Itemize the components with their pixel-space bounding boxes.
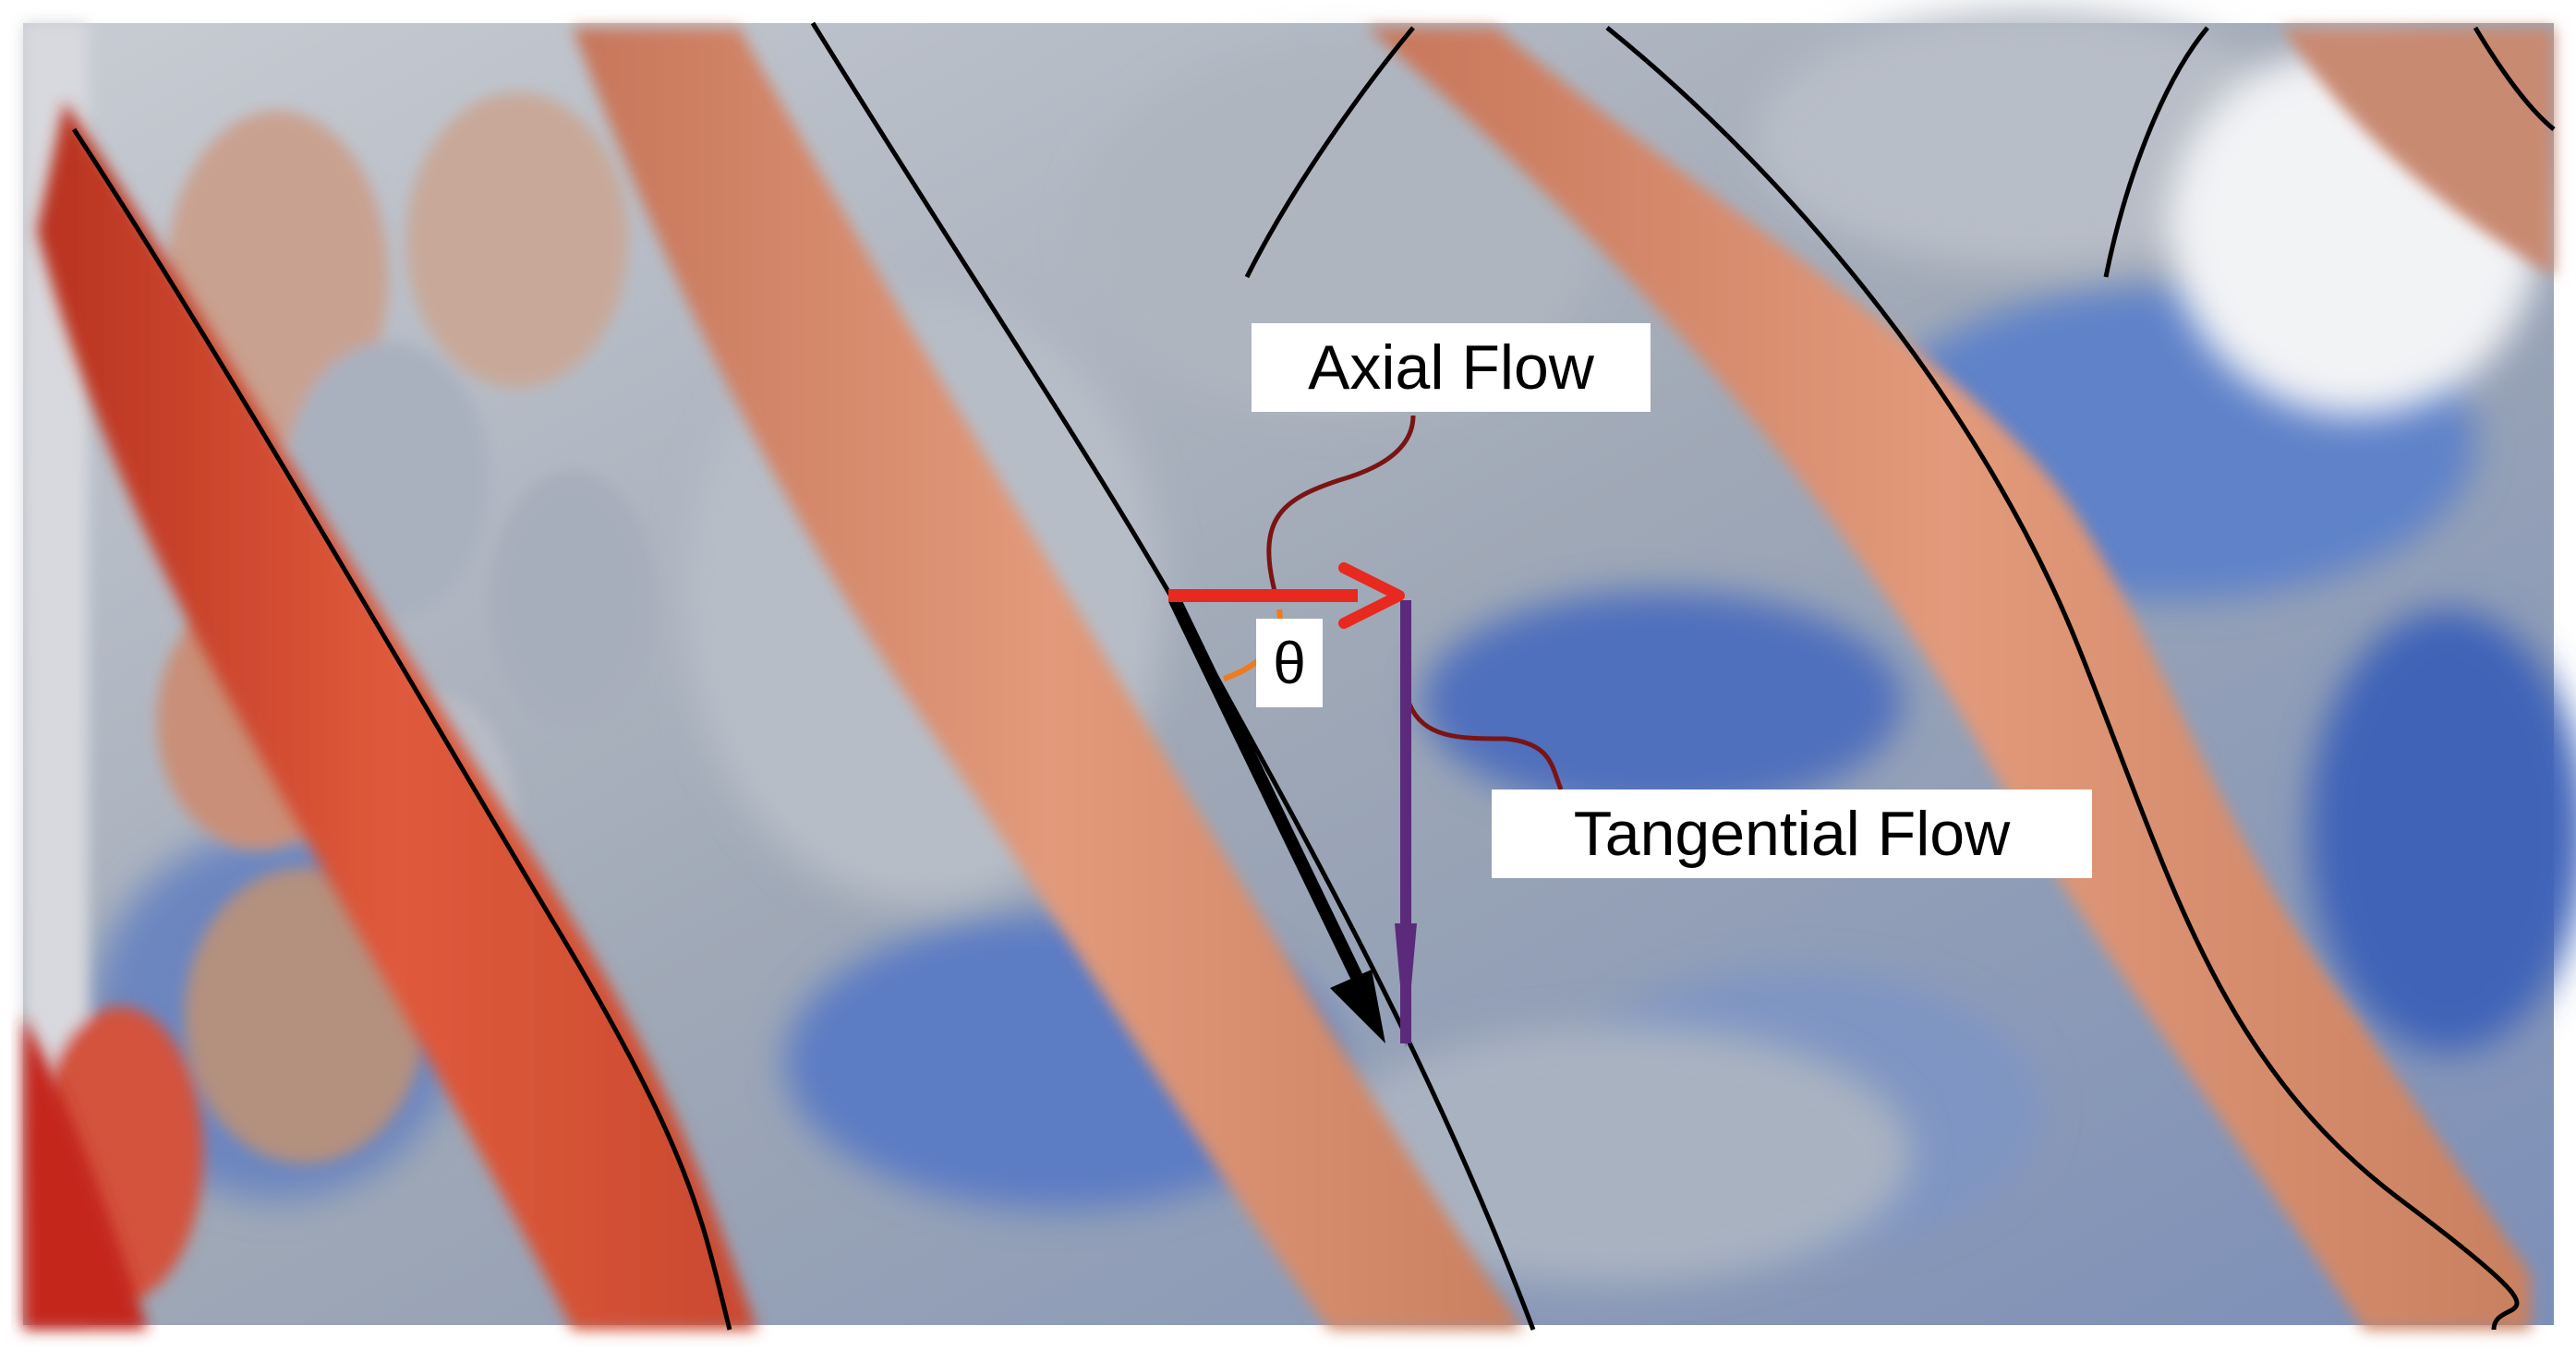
vortex-tube-1 (573, 28, 1524, 1330)
streamline-6 (2473, 26, 2556, 131)
streamline-5 (2103, 26, 2209, 278)
streamline-1 (71, 127, 732, 1331)
tangential-flow-label: Tangential Flow (1492, 789, 2092, 878)
axial-flow-arrow (1168, 562, 1405, 629)
resultant-flow-arrow (1168, 594, 1385, 1043)
tangential-flow-arrow (1395, 600, 1417, 1048)
tangential-leader-line (1406, 701, 1564, 790)
simulation-image (23, 9, 2576, 1331)
streamline-4 (1605, 26, 2520, 1331)
theta-label: θ (1256, 619, 1323, 707)
red-vortex-tube (37, 102, 757, 1330)
axial-leader-line (1266, 415, 1416, 592)
vortex-tube-2 (1367, 28, 2531, 1330)
vortex-tube-3 (2281, 28, 2554, 277)
streamline-3 (1244, 26, 1415, 279)
axial-flow-label: Axial Flow (1252, 323, 1651, 412)
red-vortex-tube-lower (23, 1016, 148, 1330)
leader-lines (1266, 415, 1564, 790)
vortex-tubes (573, 28, 2554, 1330)
